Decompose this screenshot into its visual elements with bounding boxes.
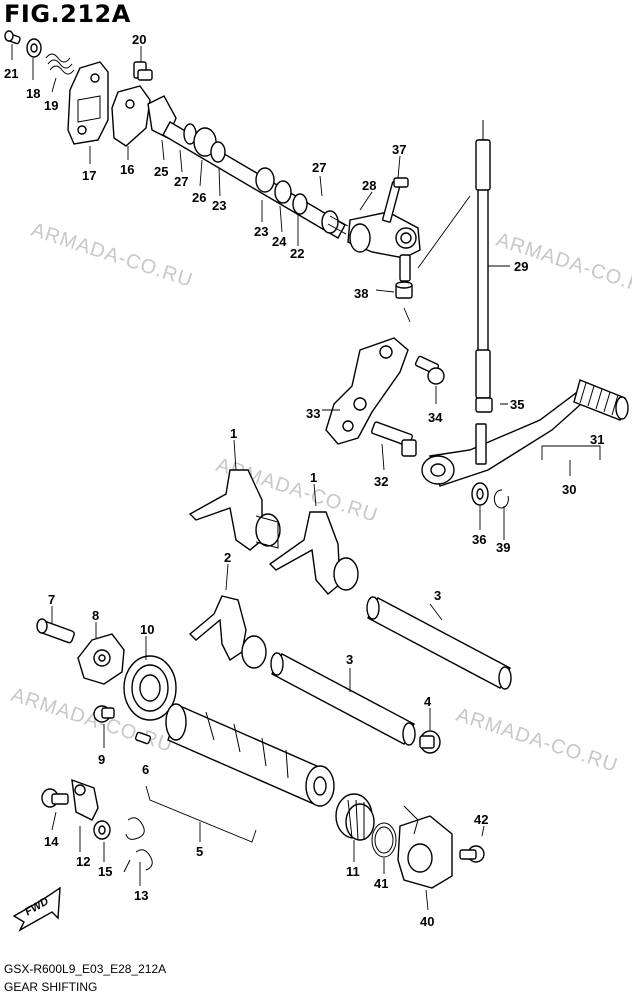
callout-41: 41 (374, 876, 388, 891)
o-ring-41 (371, 822, 397, 858)
shift-rod-29 (475, 120, 491, 401)
callout-36: 36 (472, 532, 486, 547)
callout-1b: 1 (310, 470, 317, 485)
footpeg-31 (573, 379, 629, 421)
washer-18 (26, 38, 42, 58)
callout-38: 38 (354, 286, 368, 301)
callout-42: 42 (474, 812, 488, 827)
callout-40: 40 (420, 914, 434, 929)
stud-32 (371, 421, 417, 457)
callout-18: 18 (26, 86, 40, 101)
callout-24: 24 (272, 234, 287, 249)
nut-38 (395, 281, 413, 299)
callout-31: 31 (590, 432, 604, 447)
plate-17 (67, 61, 109, 145)
callout-20: 20 (132, 32, 146, 47)
shift-drum-5 (165, 703, 335, 807)
callout-27b: 27 (312, 160, 326, 175)
spring-13 (123, 817, 153, 873)
callout-37: 37 (392, 142, 406, 157)
callout-13: 13 (134, 888, 148, 903)
clip-39 (493, 489, 509, 509)
callout-14: 14 (44, 834, 59, 849)
pin-6 (134, 731, 152, 745)
bolt-14 (41, 788, 69, 808)
cover-40 (397, 805, 453, 889)
bearing-10 (123, 655, 177, 721)
callout-16: 16 (120, 162, 134, 177)
pin-7 (36, 618, 75, 644)
spring-19 (45, 53, 75, 75)
callout-5: 5 (196, 844, 203, 859)
callout-21: 21 (4, 66, 18, 81)
fork-shaft-3b (270, 652, 416, 746)
callout-34: 34 (428, 410, 443, 425)
callout-33: 33 (306, 406, 320, 421)
fork-1b (268, 511, 359, 595)
footer-name: GEAR SHIFTING (4, 980, 98, 994)
callout-4: 4 (424, 694, 432, 709)
callout-8: 8 (92, 608, 99, 623)
callout-12: 12 (76, 854, 90, 869)
shift-shaft (162, 121, 349, 239)
callout-9: 9 (98, 752, 105, 767)
link-33 (325, 337, 409, 445)
footer-code: GSX-R600L9_E03_E28_212A (4, 962, 167, 976)
callout-35: 35 (510, 397, 524, 412)
callout-3a: 3 (434, 588, 441, 603)
fork-1a (188, 469, 281, 551)
callout-30: 30 (562, 482, 576, 497)
clamp-lever-28 (347, 211, 421, 259)
cap-4 (419, 730, 441, 754)
callout-32: 32 (374, 474, 388, 489)
bolt-21 (4, 30, 21, 45)
lever-16 (111, 85, 151, 147)
callout-19: 19 (44, 98, 58, 113)
fork-2 (188, 595, 267, 669)
callout-29: 29 (514, 259, 528, 274)
callout-10: 10 (140, 622, 154, 637)
figure-title: FIG.212A (4, 0, 131, 28)
plate-12 (71, 778, 99, 821)
callout-25: 25 (154, 164, 168, 179)
callout-3b: 3 (346, 652, 353, 667)
fork-shaft-3a (366, 596, 512, 690)
cam-8 (77, 633, 125, 685)
bolt-20 (133, 61, 153, 81)
callout-7: 7 (48, 592, 55, 607)
callout-27a: 27 (174, 174, 188, 189)
callout-2: 2 (224, 550, 231, 565)
bolt-9 (93, 705, 115, 723)
callout-1a: 1 (230, 426, 237, 441)
fwd-arrow-icon: FWD (12, 886, 61, 932)
bolt-37 (381, 177, 409, 223)
callout-23b: 23 (254, 224, 268, 239)
nut-35 (475, 397, 493, 413)
callout-11: 11 (346, 864, 360, 879)
bolt-42 (459, 845, 485, 863)
callout-17: 17 (82, 168, 96, 183)
callout-22: 22 (290, 246, 304, 261)
callout-26: 26 (192, 190, 206, 205)
callout-15: 15 (98, 864, 112, 879)
callout-39: 39 (496, 540, 510, 555)
callout-28: 28 (362, 178, 376, 193)
washer-36 (471, 482, 489, 506)
bolt-under-28 (399, 254, 411, 282)
collar-15 (93, 820, 111, 840)
watermark: ARMADA-CO.RU (453, 704, 620, 777)
needle-bearing-11 (335, 793, 375, 841)
watermark: ARMADA-CO.RU (28, 219, 195, 292)
callout-6: 6 (142, 762, 149, 777)
callout-23a: 23 (212, 198, 226, 213)
bolt-34 (414, 355, 445, 385)
